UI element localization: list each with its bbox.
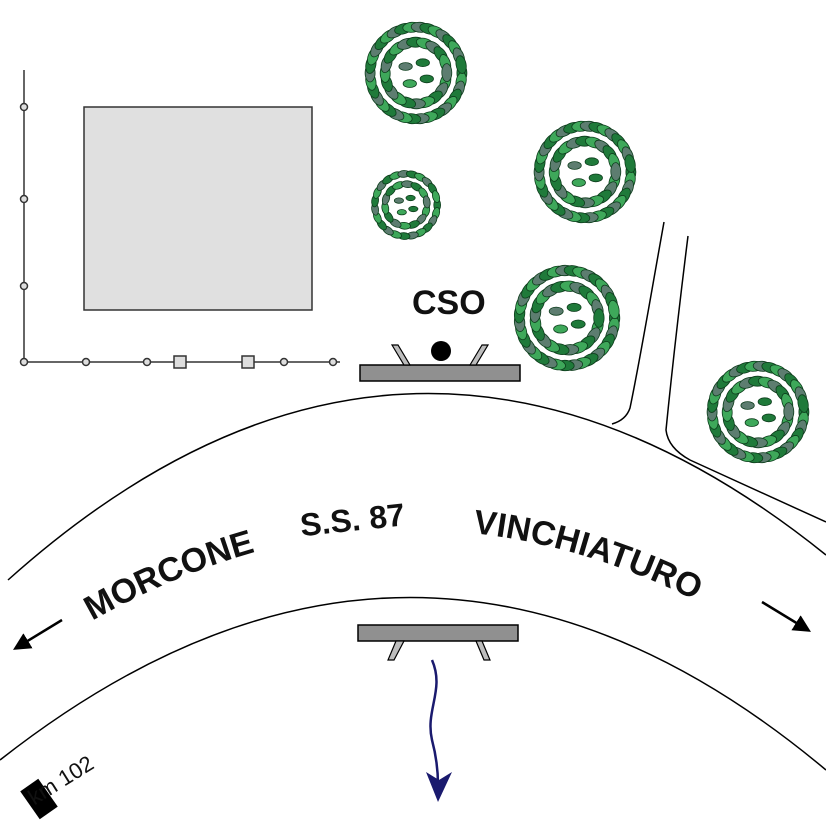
- km-marker: km 102: [20, 750, 98, 820]
- fence-lines: [19, 70, 340, 369]
- building: [83, 106, 313, 311]
- direction-east-label: VINCHIATURO: [472, 503, 708, 607]
- upper-platform: [359, 341, 521, 382]
- road-name-label: S.S. 87: [298, 496, 406, 543]
- fence-post: [19, 357, 29, 367]
- lower-platform: [357, 624, 519, 661]
- side-road-right-edge: [665, 235, 826, 523]
- fence-post: [19, 194, 29, 204]
- tree-group: [364, 21, 810, 464]
- fence-post: [142, 357, 152, 367]
- arrow-east-icon: [761, 600, 811, 632]
- fence-post: [19, 281, 29, 291]
- fence-post: [328, 357, 338, 367]
- station-dot-icon: [431, 341, 451, 361]
- main-road-upper-edge: [7, 392, 826, 581]
- fence-post: [81, 357, 91, 367]
- tree-canopy-icon: [364, 21, 468, 125]
- fence-gate: [241, 355, 255, 369]
- svg-text:km 102: km 102: [24, 750, 98, 809]
- tree-canopy-icon: [513, 264, 621, 372]
- tree-canopy-icon: [533, 120, 637, 224]
- direction-west-label: MORCONE: [78, 523, 258, 628]
- station-label: CSO: [412, 284, 486, 322]
- tree-canopy-icon: [371, 170, 442, 240]
- main-road-lower-edge: [0, 596, 826, 771]
- side-road-left-edge: [611, 221, 665, 425]
- drainage-flow-arrow-icon: [426, 659, 452, 802]
- arrow-west-icon: [13, 618, 63, 650]
- fence-post: [279, 357, 289, 367]
- tree-canopy-icon: [706, 360, 810, 464]
- fence-post: [19, 102, 29, 112]
- fence-gate: [173, 355, 187, 369]
